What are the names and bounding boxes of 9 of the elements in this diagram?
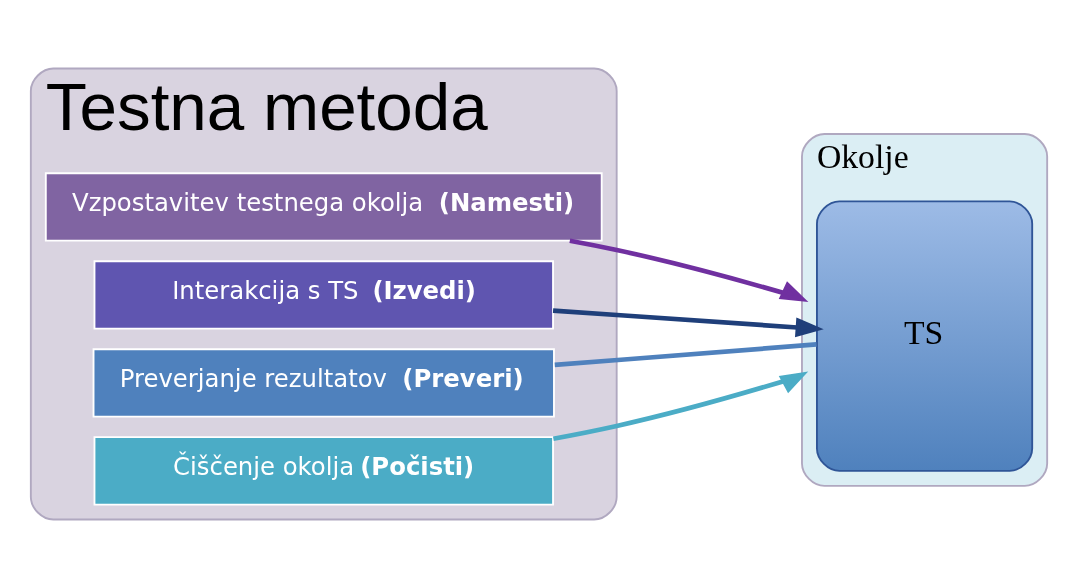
node-box: Interakcija s TS (Izvedi) xyxy=(93,260,554,330)
node-box: Preverjanje rezultatov (Preveri) xyxy=(92,348,555,418)
arrow xyxy=(569,238,809,302)
arrow xyxy=(552,308,824,338)
node-box: Vzpostavitev testnega okolja (Namesti) xyxy=(44,172,603,242)
node-box: TS xyxy=(816,200,1034,472)
connector xyxy=(554,342,817,368)
arrow xyxy=(552,371,809,441)
node-box: Čiščenje okolja(Počisti) xyxy=(93,436,554,506)
